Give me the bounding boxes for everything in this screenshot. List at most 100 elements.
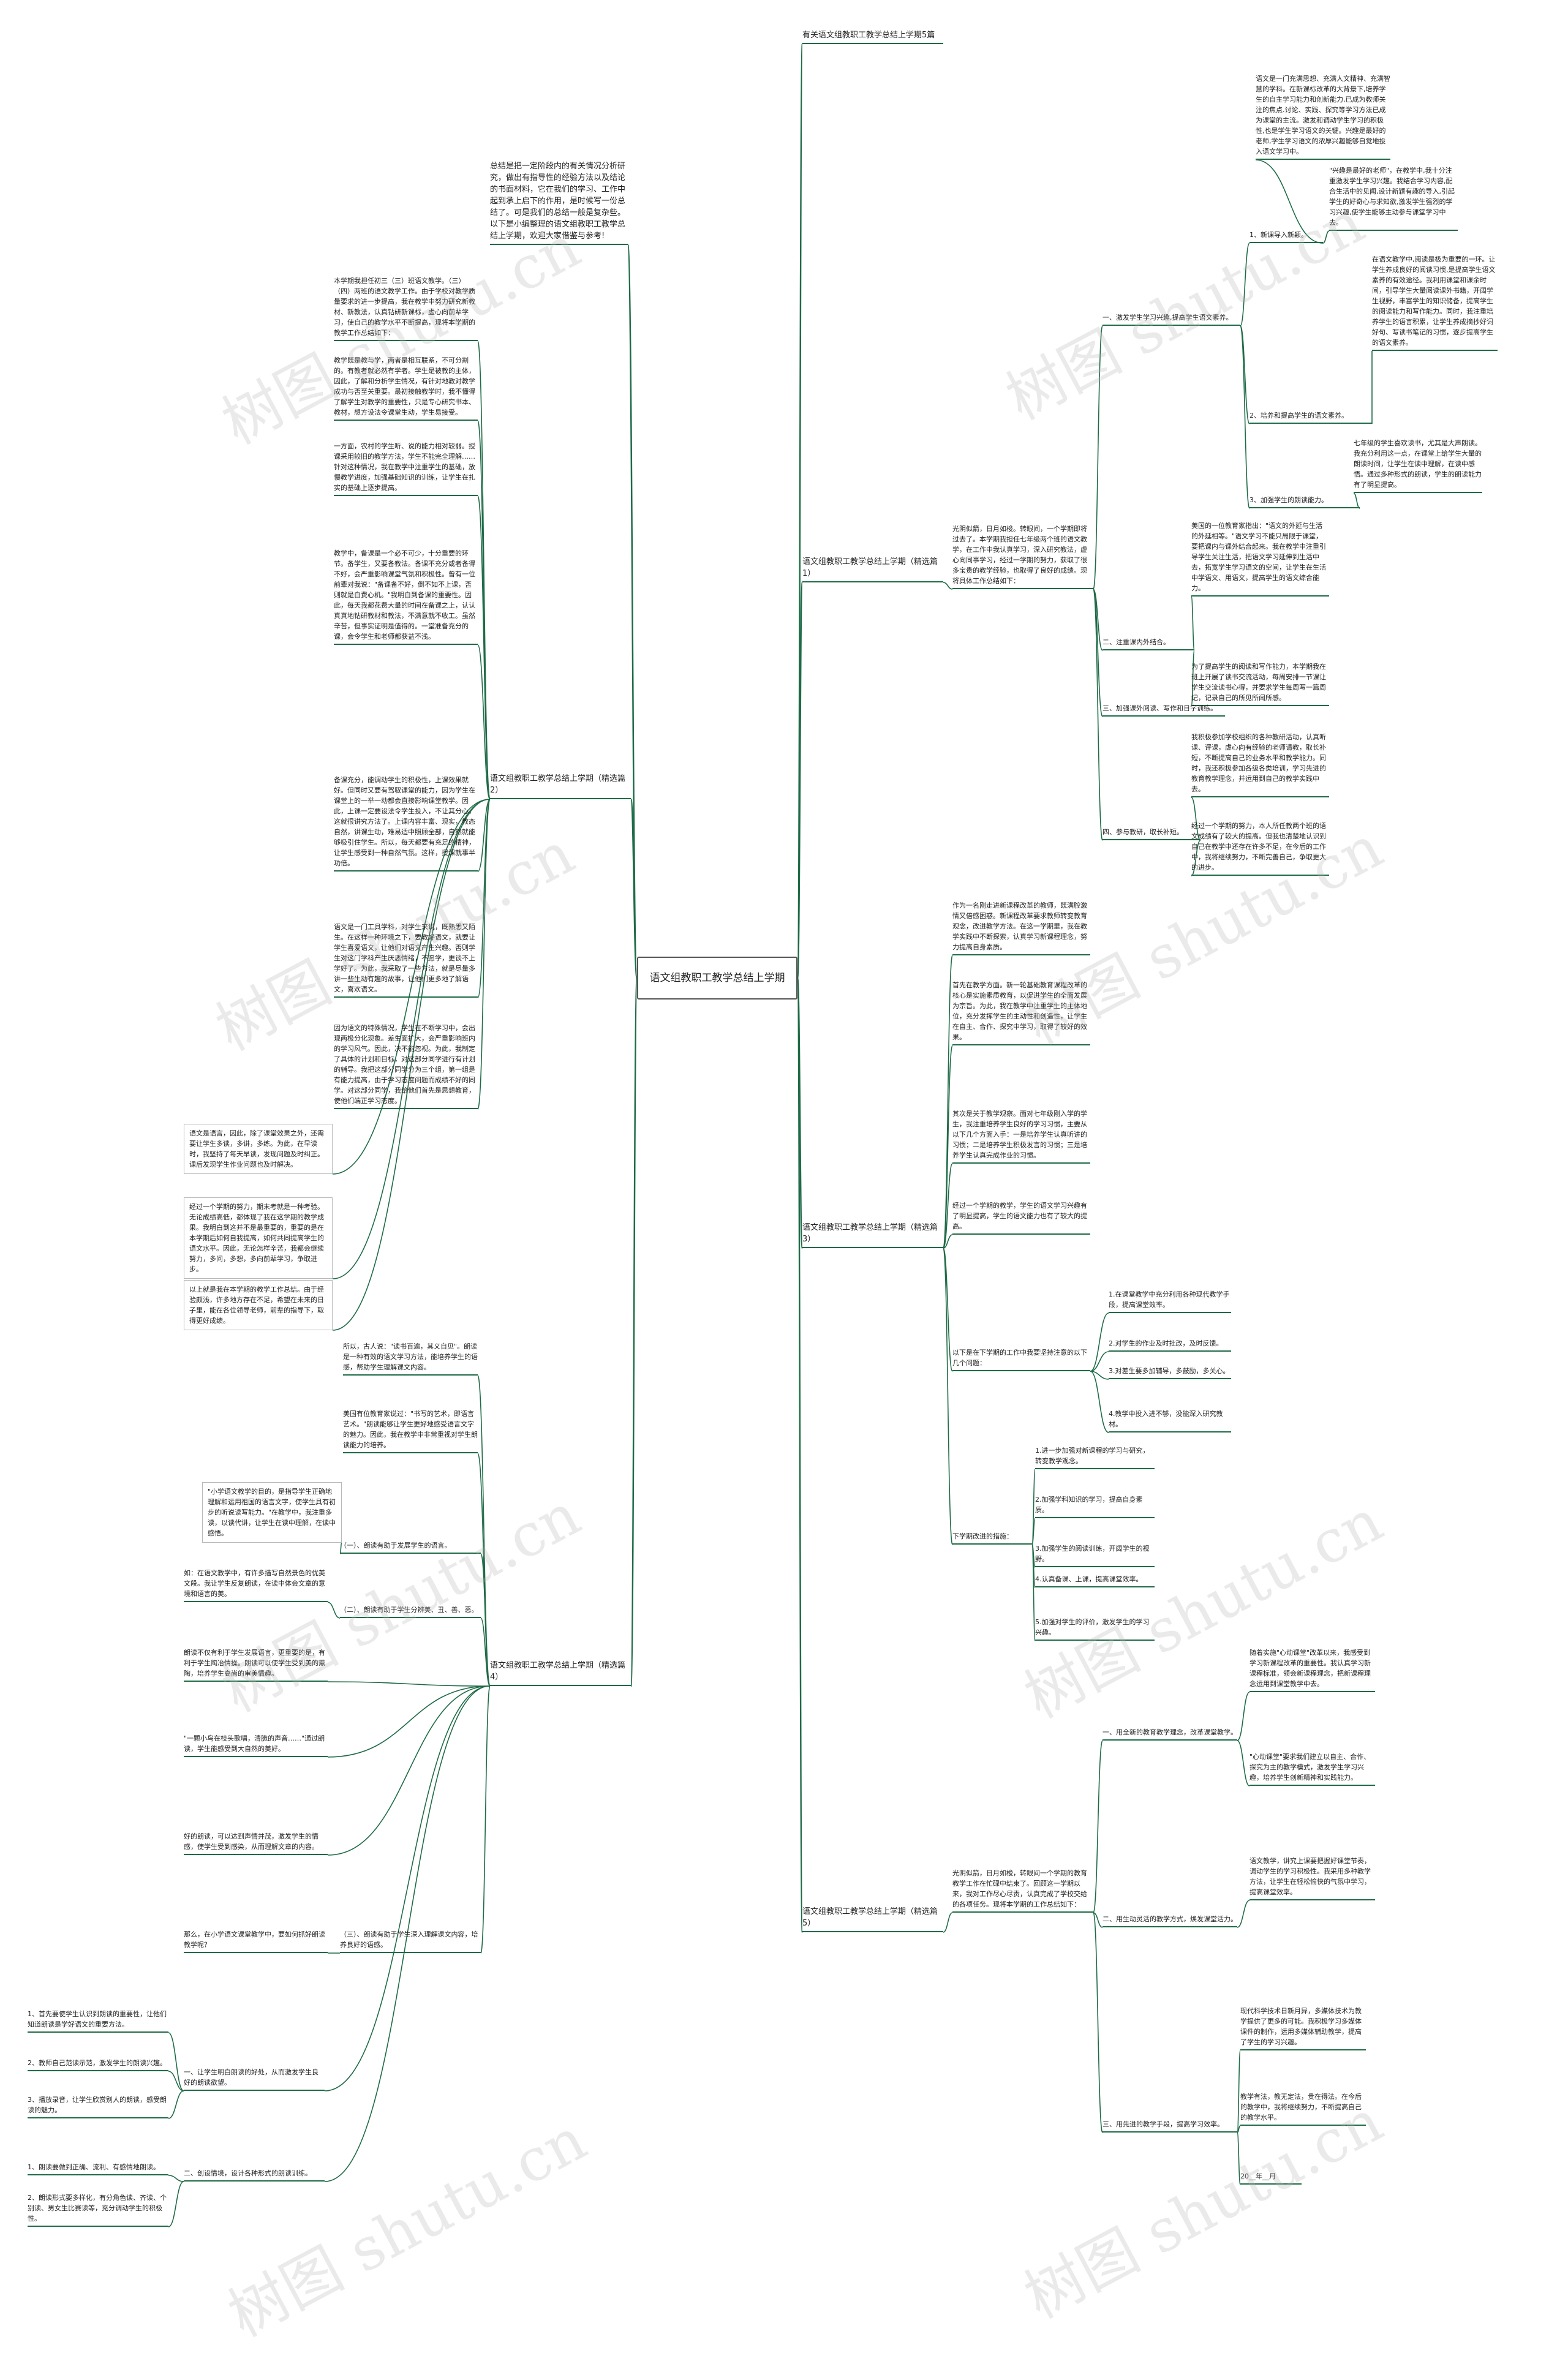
b1-s3[interactable]: 三、加强课外阅读、写作和日字训练。 — [1102, 703, 1225, 717]
b4-d[interactable]: 如：在语文教学中，有许多描写自然景色的优美文段。我让学生反复朗读，在读中体会文章… — [184, 1568, 328, 1602]
branch-1[interactable]: 语文组教职工教学总结上学期（精选篇1） — [802, 556, 943, 582]
link-b4-f — [327, 1685, 491, 1758]
b4-b[interactable]: 美国有位教育家说过："书写的艺术，即语言艺术。"朗读能够让学生更好地感受语言文字… — [343, 1409, 478, 1453]
b1-s2[interactable]: 二、注重课内外结合。 — [1102, 637, 1194, 650]
b5-s3a[interactable]: 现代科学技术日新月异，多媒体技术为教学提供了更多的可能。我积极学习多媒体课件的制… — [1240, 2006, 1366, 2050]
branch-4[interactable]: 语文组教职工教学总结上学期（精选篇4） — [490, 1660, 631, 1686]
b3-c[interactable]: 其次是关于教学观察。面对七年级刚入学的学生，我注重培养学生良好的学习习惯，主要从… — [952, 1109, 1090, 1164]
b2-f[interactable]: 语文是一门工具学科，对学生来说，既熟悉又陌生。在这样一种环境之下，要教好语文，就… — [334, 922, 478, 998]
b1-s2a[interactable]: 美国的一位教育家指出："语文的外延与生活的外延相等。"语文学习不能只局限于课堂，… — [1191, 521, 1329, 597]
b5-s1a[interactable]: 随着实施"心动课堂"改革以来，我感受到学习新课程改革的重要性。我认真学习新课程标… — [1250, 1647, 1375, 1692]
link-b5-s1 — [1093, 1740, 1103, 1913]
b4-c-lead[interactable]: （一）、朗读有助于发展学生的语言。 — [340, 1540, 481, 1554]
b3-r2[interactable]: 2.加强学科知识的学习，提高自身素质。 — [1035, 1494, 1155, 1518]
b3-r3[interactable]: 3.加强学生的阅读训练，开阔学生的视野。 — [1035, 1543, 1155, 1567]
b4-l2[interactable]: 二、创设情境，设计各种形式的朗读训练。 — [184, 2168, 325, 2182]
b5-s1[interactable]: 一、用全新的教育教学理念，改革课堂教学。 — [1102, 1727, 1237, 1741]
b4-f[interactable]: "一颗小鸟在枝头歌唱，清脆的声音……"通过朗读，学生能感受到大自然的美好。 — [184, 1733, 328, 1757]
b1-s2b[interactable]: 为了提高学生的阅读和写作能力，本学期我在班上开展了读书交流活动，每周安排一节课让… — [1191, 661, 1329, 706]
branch-2[interactable]: 语文组教职工教学总结上学期（精选篇2） — [490, 773, 631, 799]
b1-s4a[interactable]: 我积极参加学校组织的各种教研活动，认真听课、评课，虚心向有经验的老师请教，取长补… — [1191, 732, 1329, 797]
branch-top[interactable]: 有关语文组教职工教学总结上学期5篇 — [802, 29, 943, 44]
b3-b[interactable]: 首先在教学方面。新一轮基础教育课程改革的核心是实施素质教育，以促进学生的全面发展… — [952, 980, 1090, 1045]
b1-s4b[interactable]: 经过一个学期的努力，本人所任教两个班的语文成绩有了较大的提高。但我也清楚地认识到… — [1191, 821, 1329, 876]
b2-e[interactable]: 备课充分，能调动学生的积极性，上课效果就好。但同时又要有驾驭课堂的能力，因为学生… — [334, 775, 478, 872]
b2-i[interactable]: 经过一个学期的努力，期末考就是一种考验。无论成绩高低，都体现了我在这学期的教学成… — [184, 1197, 333, 1279]
b1-s1b-lead[interactable]: 2、培养和提高学生的语文素养。 — [1250, 410, 1372, 424]
b2-j[interactable]: 以上就是我在本学期的教学工作总结。由于经验颇浅，许多地方存在不足，希望在未来的日… — [184, 1280, 333, 1330]
b2-c[interactable]: 一方面，农村的学生听、说的能力相对较弱。授课采用较旧的教学方法，学生不能完全理解… — [334, 441, 478, 496]
b1-s4[interactable]: 四、参与教研，取长补短。 — [1102, 827, 1200, 840]
b5-s3b[interactable]: 教学有法，教无定法，贵在得法。在今后的教学中，我将继续努力，不断提高自己的教学水… — [1240, 2091, 1366, 2126]
b3-r1[interactable]: 1.进一步加强对新课程的学习与研究，转变教学观念。 — [1035, 1445, 1155, 1469]
branch-intro[interactable]: 总结是把一定阶段内的有关情况分析研究，做出有指导性的经验方法以及结论的书面材料，… — [490, 160, 628, 245]
b3-q1[interactable]: 1.在课堂教学中充分利用各种现代教学手段，提高课堂效率。 — [1109, 1289, 1231, 1313]
b1-s1a-top[interactable]: 语文是一门充满思想、充满人文精神、充满智慧的学科。在新课标改革的大背景下,培养学… — [1256, 73, 1390, 160]
link-b1-intro — [943, 582, 953, 590]
b4-l2a[interactable]: 1、朗读要做到正确、流利、有感情地朗读。 — [28, 2162, 168, 2175]
b3-a[interactable]: 作为一名刚走进新课程改革的教师，既满腔激情又倍感困惑。新课程改革要求教师转变教育… — [952, 900, 1090, 955]
b1-s1[interactable]: 一、激发学生学习兴趣,提高学生语文素养。 — [1102, 312, 1240, 326]
b4-l1c[interactable]: 3、播放录音，让学生欣赏别人的朗读，感受朗读的魅力。 — [28, 2095, 168, 2118]
branch-3[interactable]: 语文组教职工教学总结上学期（精选篇3） — [802, 1222, 943, 1248]
b3-d[interactable]: 经过一个学期的教学，学生的语文学习兴趣有了明显提高，学生的语文能力也有了较大的提… — [952, 1200, 1090, 1235]
link-b2-b — [477, 420, 491, 800]
b5-s2a[interactable]: 语文教学，讲究上课要把握好课堂节奏，调动学生的学习积极性。我采用多种教学方法，让… — [1250, 1856, 1375, 1900]
b4-h[interactable]: 那么，在小学语文课堂教学中，要如何抓好朗读教学呢？ — [184, 1929, 328, 1953]
b4-l2b[interactable]: 2、朗读形式要多样化，有分角色读、齐读、个别读、男女生比赛读等，充分调动学生的积… — [28, 2193, 168, 2227]
b4-d-lead[interactable]: （二）、朗读有助于学生分辨美、丑、善、恶。 — [340, 1605, 481, 1618]
b4-g[interactable]: 好的朗读，可以达到声情并茂，激发学生的情感，使学生受到感染，从而理解文章的内容。 — [184, 1831, 328, 1855]
link-b5-s2 — [1093, 1912, 1103, 1928]
link-b4-l1c — [168, 2090, 184, 2119]
b3-r[interactable]: 下学期改进的措施： — [952, 1531, 1032, 1545]
link-branch-1 — [796, 581, 804, 979]
b5-date[interactable]: 20__年__月 — [1240, 2171, 1302, 2185]
b2-h[interactable]: 语文是语言，因此，除了课堂效果之外，还需要让学生多读，多讲，多练。为此，在早读时… — [184, 1124, 333, 1174]
b1-s1b[interactable]: 在语文教学中,阅读是极为重要的一环。让学生养成良好的阅读习惯,是提高学生语文素养… — [1372, 254, 1498, 351]
link-b3-r2 — [1031, 1518, 1036, 1545]
b1-s1c[interactable]: 七年级的学生喜欢读书，尤其是大声朗读。我充分利用这一点，在课堂上给学生大量的朗读… — [1354, 438, 1482, 493]
link-b5-s1b — [1237, 1740, 1250, 1786]
b4-l1[interactable]: 一、让学生明白朗读的好处，从而激发学生良好的朗读欲望。 — [184, 2067, 325, 2091]
b5-s2[interactable]: 二、用生动灵活的教学方式，焕发课堂活力。 — [1102, 1914, 1237, 1927]
b5-intro[interactable]: 光阴似箭，日月如梭，转眼间一个学期的教育教学工作在忙碌中结束了。回顾这一学期以来… — [952, 1868, 1093, 1913]
link-b3-q3 — [1090, 1371, 1109, 1380]
b3-q3[interactable]: 3.对差生要多加辅导，多鼓励，多关心。 — [1109, 1366, 1231, 1379]
link-b5-s3a — [1237, 2050, 1241, 2133]
b1-intro[interactable]: 光阴似箭，日月如梭。转眼间，一个学期即将过去了。本学期我担任七年级两个班的语文教… — [952, 524, 1093, 589]
b3-q[interactable]: 以下是在下学期的工作中我要坚持注意的以下几个问题： — [952, 1347, 1090, 1371]
b3-r4[interactable]: 4.认真备课、上课，提高课堂效率。 — [1035, 1574, 1155, 1587]
b1-s1a-q[interactable]: "兴趣是最好的老师"，在教学中,我十分注重激发学生学习兴趣。我结合学习内容,配合… — [1329, 165, 1458, 231]
b5-s3[interactable]: 三、用先进的教学手段，提高学习效率。 — [1102, 2119, 1237, 2133]
link-b4-l1a — [168, 2032, 184, 2091]
b5-s1b[interactable]: "心动课堂"要求我们建立以自主、合作、探究为主的教学模式，激发学生学习兴趣，培养… — [1250, 1752, 1375, 1786]
link-b2-e — [477, 799, 491, 872]
b3-r5[interactable]: 5.加强对学生的评价，激发学生的学习兴趣。 — [1035, 1617, 1155, 1641]
b2-b[interactable]: 教学既是教与学，两者是相互联系，不可分割的。有教者就必然有学者。学生是被教的主体… — [334, 355, 478, 421]
b2-g[interactable]: 因为语文的特殊情况，学生在不断学习中，会出现两极分化现象。差生面扩大，会严重影响… — [334, 1023, 478, 1109]
link-b2-j — [332, 799, 491, 1331]
b4-h-lead[interactable]: （三）、朗读有助于学生深入理解课文内容，培养良好的语感。 — [340, 1929, 481, 1953]
link-b4-l1b — [168, 2071, 184, 2091]
b3-q4[interactable]: 4.教学中投入进不够，没能深入研究教材。 — [1109, 1409, 1231, 1433]
b4-e[interactable]: 朗读不仅有利于学生发展语言，更重要的是，有利于学生陶冶情操。朗读可以使学生受到美… — [184, 1647, 328, 1682]
link-b5-intro — [943, 1912, 953, 1933]
b2-a[interactable]: 本学期我担任初三（三）班语文教学。（三）（四）两班的语文教学工作。由于学校对教学… — [334, 276, 478, 341]
link-b2-h — [332, 799, 491, 1175]
link-b3-q — [943, 1248, 953, 1372]
link-branch-2 — [630, 798, 638, 979]
link-b4-g — [327, 1685, 491, 1856]
link-b1-s1a-q — [1322, 230, 1330, 244]
b3-q2[interactable]: 2.对学生的作业及时批改，及时反馈。 — [1109, 1338, 1231, 1352]
root-topic[interactable]: 语文组教职工教学总结上学期 — [637, 957, 797, 1000]
b4-c[interactable]: "小学语文教学的目的，是指导学生正确地理解和运用祖国的语言文字，使学生具有初步的… — [202, 1482, 342, 1543]
branch-5[interactable]: 语文组教职工教学总结上学期（精选篇5） — [802, 1906, 943, 1932]
b4-a[interactable]: 所以，古人说："读书百遍，其义自见"。朗读是一种有效的语文学习方法，能培养学生的… — [343, 1341, 478, 1376]
b1-s1c-lead[interactable]: 3、加强学生的朗读能力。 — [1250, 495, 1360, 508]
b4-l1a[interactable]: 1、首先要使学生认识到朗读的重要性，让他们知道朗读是学好语文的重要方法。 — [28, 2009, 168, 2033]
link-b1-s1a-top — [1255, 159, 1324, 244]
link-b1-s2b — [1191, 650, 1195, 707]
b2-d[interactable]: 教学中，备课是一个必不可少，十分重要的环节。备学生，又要备教法。备课不充分或者备… — [334, 548, 478, 645]
b1-s1a-lead[interactable]: 1、新课导入新颖。 — [1250, 230, 1323, 243]
b4-l1b[interactable]: 2、教师自己范读示范，激发学生的朗读兴趣。 — [28, 2058, 168, 2071]
